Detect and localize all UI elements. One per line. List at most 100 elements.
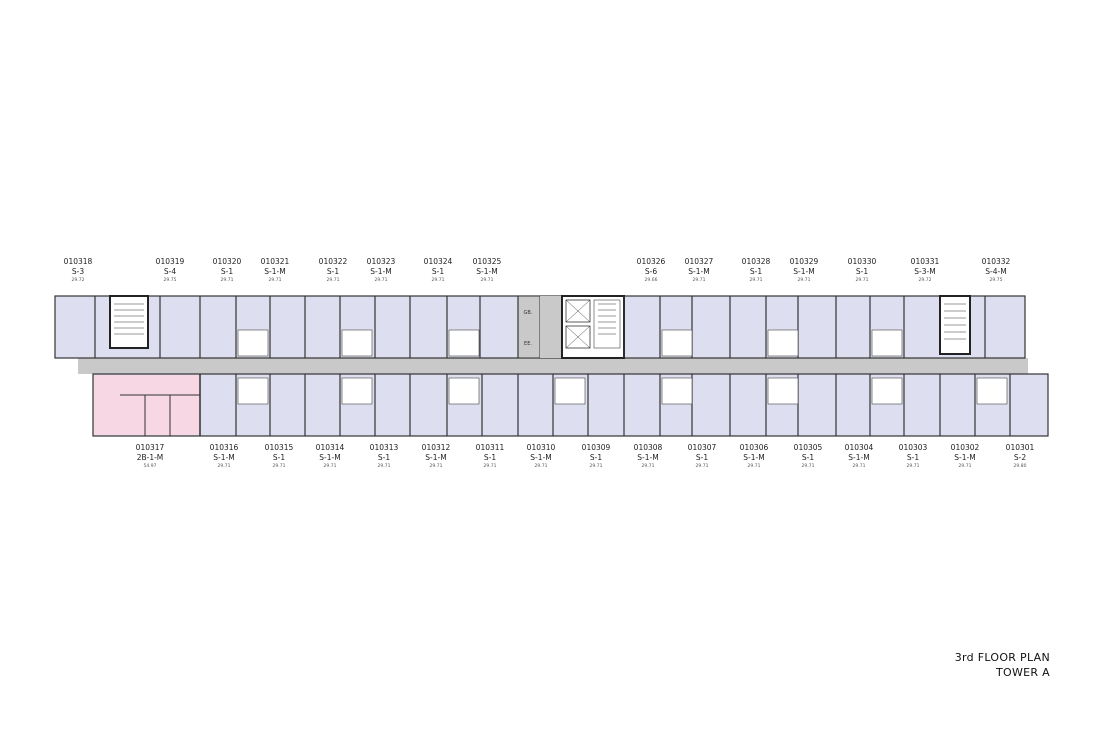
unit-type: S-1 <box>695 453 709 462</box>
unit-area: 29.71 <box>534 464 548 469</box>
unit-num: 010329 <box>789 257 819 266</box>
unit-area: 29.71 <box>747 464 761 469</box>
unit-type: S-4 <box>163 267 177 276</box>
unit-type: S-1 <box>855 267 869 276</box>
unit-area: 29.71 <box>749 278 763 283</box>
unit-area: 29.71 <box>429 464 443 469</box>
unit-num: 010301 <box>1005 443 1035 452</box>
lift-core <box>561 295 625 359</box>
unit-type: S-1-M <box>954 453 976 462</box>
unit-area: 29.75 <box>989 278 1003 283</box>
unit-num: 010317 <box>135 443 165 452</box>
unit-area: 29.71 <box>852 464 866 469</box>
plan-title-line2: TOWER A <box>996 666 1050 679</box>
unit-type: S-1 <box>589 453 603 462</box>
unit-num: 010305 <box>793 443 823 452</box>
unit-area: 29.71 <box>692 278 706 283</box>
unit-area: 29.71 <box>480 278 494 283</box>
unit-num: 010319 <box>155 257 185 266</box>
unit-num: 010327 <box>684 257 714 266</box>
unit-num: 010316 <box>209 443 239 452</box>
unit-num: 010330 <box>847 257 877 266</box>
unit-type: S-1 <box>801 453 815 462</box>
unit-num: 010318 <box>63 257 93 266</box>
bottom-bathroom <box>661 377 693 405</box>
plan-title-line1: 3rd FLOOR PLAN <box>954 651 1050 664</box>
unit-num: 010309 <box>581 443 611 452</box>
electrical-room-label: EE. <box>524 341 532 347</box>
unit-num: 010311 <box>475 443 505 452</box>
unit-area: 29.71 <box>855 278 869 283</box>
unit-area: 29.71 <box>323 464 337 469</box>
unit-num: 010325 <box>472 257 502 266</box>
unit-num: 010312 <box>421 443 451 452</box>
core-text: GB. EE. <box>524 310 533 347</box>
top-bathroom <box>871 329 903 357</box>
unit-type: S-1-M <box>743 453 765 462</box>
unit-walls <box>94 296 1011 436</box>
unit-type: S-1 <box>326 267 340 276</box>
unit-type: S-1-M <box>213 453 235 462</box>
unit-type: S-1-M <box>793 267 815 276</box>
plan-title: 3rd FLOOR PLAN TOWER A <box>955 650 1050 680</box>
unit-area: 29.72 <box>918 278 932 283</box>
unit-area: 29.71 <box>641 464 655 469</box>
lift-car-1-cross <box>565 299 591 349</box>
unit-type: S-1-M <box>848 453 870 462</box>
unit-type: S-1-M <box>319 453 341 462</box>
unit-area: 29.75 <box>163 278 177 283</box>
unit-type: S-1-M <box>264 267 286 276</box>
top-bathroom <box>767 329 799 357</box>
unit-num: 010314 <box>315 443 345 452</box>
unit-type: S-1-M <box>637 453 659 462</box>
top-bathroom <box>341 329 373 357</box>
unit-type: S-1-M <box>476 267 498 276</box>
unit-type: S-1 <box>483 453 497 462</box>
unit-num: 010304 <box>844 443 874 452</box>
unit-num: 010324 <box>423 257 453 266</box>
top-bathroom <box>448 329 480 357</box>
unit-num: 010332 <box>981 257 1011 266</box>
unit-type: S-1-M <box>530 453 552 462</box>
unit-type: S-3-M <box>914 267 936 276</box>
unit-area: 29.71 <box>220 278 234 283</box>
unit-area: 29.71 <box>801 464 815 469</box>
unit-area: 29.71 <box>272 464 286 469</box>
unit-area: 29.71 <box>695 464 709 469</box>
corridor <box>78 358 1028 374</box>
unit-area: 29.71 <box>217 464 231 469</box>
unit-type: S-2 <box>1013 453 1027 462</box>
unit-num: 010320 <box>212 257 242 266</box>
unit-num: 010322 <box>318 257 348 266</box>
unit-area: 29.71 <box>906 464 920 469</box>
unit-type: S-4-M <box>985 267 1007 276</box>
unit-num: 010310 <box>526 443 556 452</box>
unit-num: 010323 <box>366 257 396 266</box>
bottom-bathroom <box>871 377 903 405</box>
unit-num: 010328 <box>741 257 771 266</box>
bottom-bathroom <box>448 377 480 405</box>
unit-type: S-1 <box>272 453 286 462</box>
